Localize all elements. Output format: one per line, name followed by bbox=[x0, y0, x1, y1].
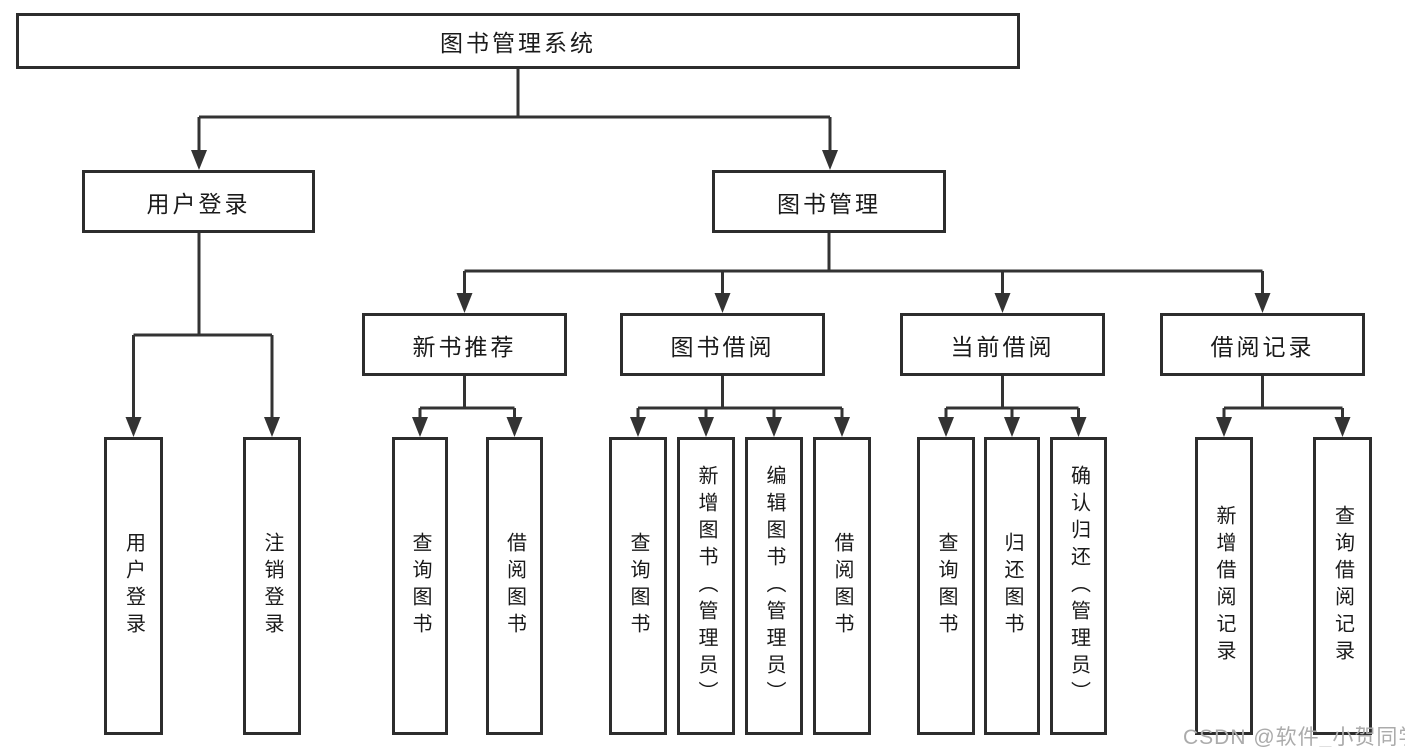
leaf-query-books-current: 查询图书 bbox=[917, 437, 975, 735]
node-label: 用户登录 bbox=[146, 190, 251, 217]
node-new-book-recommend: 新书推荐 bbox=[362, 313, 567, 376]
node-label: 新书推荐 bbox=[412, 333, 517, 360]
node-user-login: 用户登录 bbox=[82, 170, 315, 233]
node-label: 查询图书 bbox=[935, 532, 957, 640]
node-label: 借阅记录 bbox=[1210, 333, 1315, 360]
leaf-user-login: 用户登录 bbox=[104, 437, 163, 735]
node-label: 图书管理 bbox=[777, 190, 881, 217]
node-label: 当前借阅 bbox=[950, 333, 1055, 360]
node-borrowing-records: 借阅记录 bbox=[1160, 313, 1365, 376]
node-label: 用户登录 bbox=[122, 532, 145, 640]
node-label: 借阅图书 bbox=[831, 532, 853, 640]
node-label: 查询图书 bbox=[409, 532, 431, 640]
node-library-management-system: 图书管理系统 bbox=[16, 13, 1020, 69]
node-label: 借阅图书 bbox=[503, 532, 526, 640]
csdn-watermark: CSDN @软件_小贺同学 bbox=[1183, 726, 1405, 747]
node-label: 新增图书（管理员） bbox=[695, 464, 717, 708]
node-label: 查询图书 bbox=[627, 532, 649, 640]
node-label: 确认归还（管理员） bbox=[1067, 464, 1090, 708]
leaf-add-book-admin: 新增图书（管理员） bbox=[677, 437, 735, 735]
node-book-management: 图书管理 bbox=[712, 170, 946, 233]
node-label: 新增借阅记录 bbox=[1213, 505, 1235, 667]
node-book-borrowing: 图书借阅 bbox=[620, 313, 825, 376]
node-label: 图书管理系统 bbox=[440, 30, 596, 56]
leaf-confirm-return-admin: 确认归还（管理员） bbox=[1050, 437, 1107, 735]
node-label: 图书借阅 bbox=[670, 333, 775, 360]
leaf-add-borrow-record: 新增借阅记录 bbox=[1195, 437, 1253, 735]
leaf-borrow-books-borrowing: 借阅图书 bbox=[813, 437, 871, 735]
node-current-borrowing: 当前借阅 bbox=[900, 313, 1105, 376]
node-label: 归还图书 bbox=[1001, 532, 1023, 640]
node-label: 编辑图书（管理员） bbox=[763, 464, 785, 708]
leaf-edit-book-admin: 编辑图书（管理员） bbox=[745, 437, 803, 735]
node-label: 注销登录 bbox=[261, 532, 283, 640]
node-label: 查询借阅记录 bbox=[1331, 505, 1354, 667]
leaf-query-borrow-record: 查询借阅记录 bbox=[1313, 437, 1372, 735]
leaf-borrow-books-recommend: 借阅图书 bbox=[486, 437, 543, 735]
leaf-query-books-recommend: 查询图书 bbox=[392, 437, 448, 735]
leaf-query-books-borrowing: 查询图书 bbox=[609, 437, 667, 735]
arrowhead-icons bbox=[125, 150, 1351, 437]
leaf-return-book: 归还图书 bbox=[984, 437, 1040, 735]
leaf-logout: 注销登录 bbox=[243, 437, 301, 735]
